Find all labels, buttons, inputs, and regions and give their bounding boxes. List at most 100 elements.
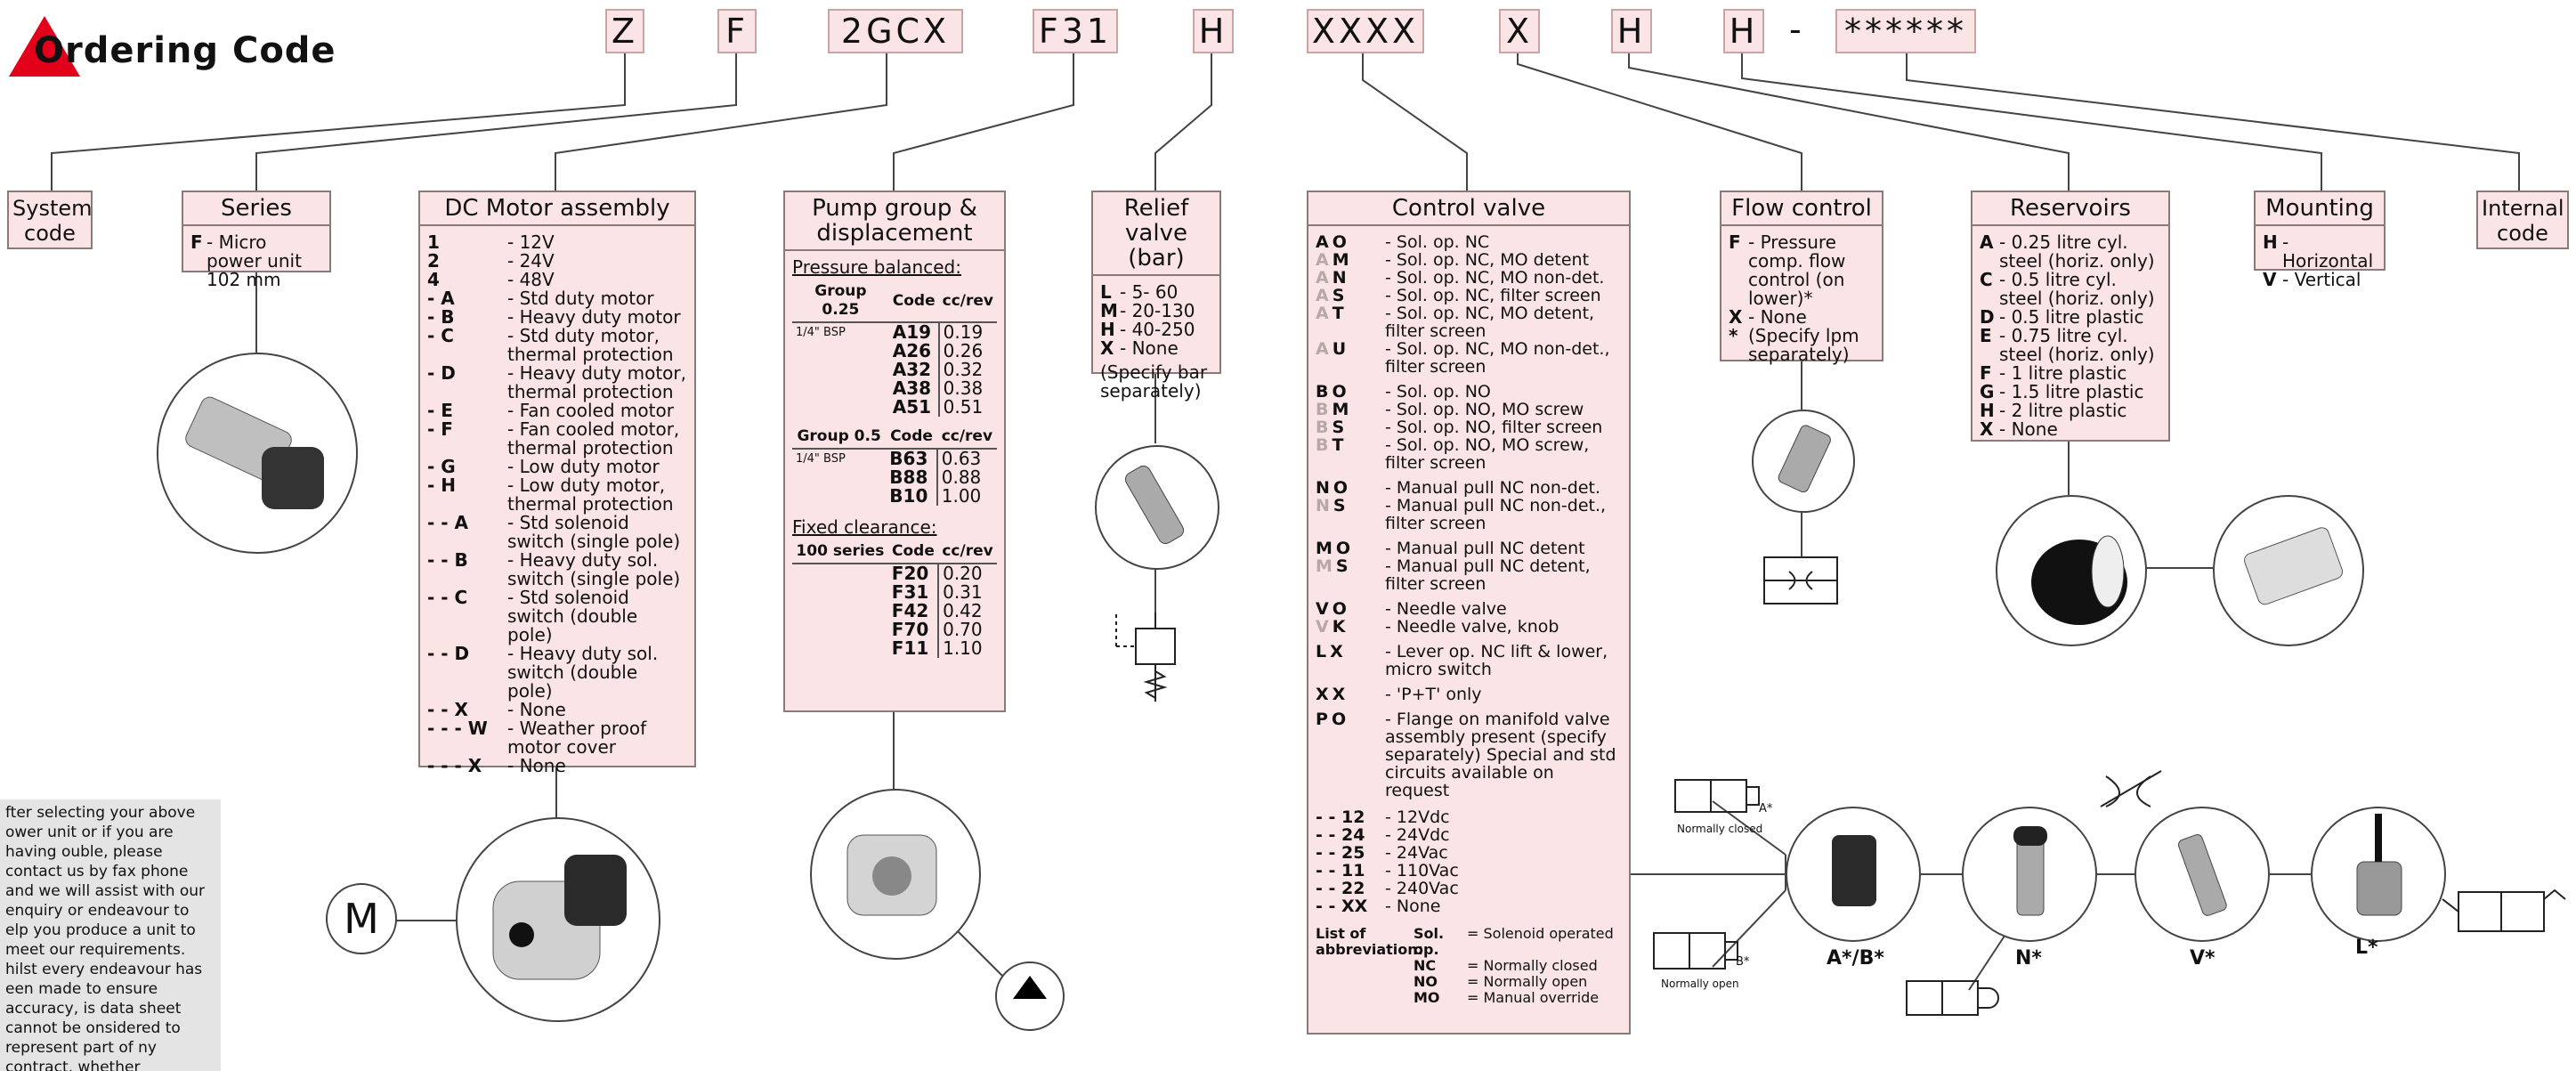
flow-option-text: - Pressure comp. flow control (on lower)…: [1748, 231, 1846, 309]
motor-option-key: - A: [427, 288, 455, 309]
voltage-option-text: - 24Vdc: [1385, 825, 1450, 845]
l-valve-label: L*: [2355, 937, 2378, 959]
pump-port-cell: [792, 361, 889, 379]
control-option-letter2: U: [1332, 339, 1347, 359]
motor-option: 1- 12V: [427, 233, 687, 252]
relief-title: Relief valve (bar): [1093, 192, 1219, 276]
voltage-option: - - 12- 12Vdc: [1316, 808, 1622, 826]
relief-option-text: - 20-130: [1120, 300, 1195, 321]
reservoir-option-text: - 0.5 litre plastic: [1999, 306, 2144, 328]
internal-code-title: Internal code: [2482, 196, 2564, 246]
control-option-letter2: O: [1333, 478, 1349, 498]
voltage-option-text: - 12Vdc: [1385, 807, 1450, 827]
mounting-option: V- Vertical: [2263, 271, 2377, 289]
mounting-option-key: H: [2263, 231, 2278, 253]
motor-option-text: - Weather proof motor cover: [507, 718, 647, 758]
motor-option: - - D- Heavy duty sol. switch (double po…: [427, 645, 687, 701]
abbreviation-text: = Normally open: [1467, 973, 1588, 990]
motor-option-key: - - X: [427, 699, 468, 720]
relief-option: H- 40-250: [1100, 320, 1212, 339]
motor-option: - F- Fan cooled motor, thermal protectio…: [427, 420, 687, 458]
motor-option-text: - Std duty motor: [507, 288, 654, 309]
control-option-letter: B: [1316, 400, 1329, 419]
relief-option: X- None: [1100, 339, 1212, 358]
abbreviation: MO= Manual override: [1414, 990, 1614, 1006]
motor-title: DC Motor assembly: [420, 192, 694, 226]
ab-valve-label: A*/B*: [1827, 947, 1884, 970]
pump-cc-cell: 0.63: [936, 449, 997, 468]
motor-option: - C- Std duty motor, thermal protection: [427, 327, 687, 364]
motor-option-text: - Heavy duty sol. switch (single pole): [507, 549, 681, 589]
series-unit-image: [157, 353, 358, 554]
system-code-box: System code: [7, 191, 93, 249]
flow-control-symbol-icon: [1763, 556, 1838, 604]
pump-cc-cell: 0.19: [937, 322, 997, 342]
control-title: Control valve: [1308, 192, 1629, 226]
pump-cc-cell: 0.38: [937, 379, 997, 398]
code-internal: ******: [1835, 9, 1976, 53]
motor-option: - - - W- Weather proof motor cover: [427, 719, 687, 757]
reservoir-option-key: F: [1980, 362, 1992, 384]
reservoir-option-text: - None: [1999, 418, 2058, 440]
pump-image: [810, 789, 981, 960]
reservoir-option: A- 0.25 litre cyl. steel (horiz. only): [1980, 233, 2161, 271]
needle-valve-image: [2135, 807, 2270, 942]
reservoir-option-key: X: [1980, 418, 1994, 440]
abbreviation-text: = Normally closed: [1467, 957, 1598, 974]
reservoir-option-text: - 0.75 litre cyl. steel (horiz. only): [1999, 325, 2155, 365]
reservoir-box: Reservoirs A- 0.25 litre cyl. steel (hor…: [1971, 191, 2170, 442]
flow-title: Flow control: [1721, 192, 1882, 226]
control-option-text: - Manual pull NC detent: [1385, 539, 1585, 558]
pump-code-cell: A51: [892, 396, 932, 418]
pump-port-cell: [792, 468, 886, 487]
flow-option-key: *: [1729, 325, 1738, 346]
control-option-letter2: T: [1332, 435, 1344, 455]
needle-valve-symbol-icon: [2100, 770, 2162, 807]
relief-option-text: - 5- 60: [1120, 281, 1179, 303]
control-option-letter: L: [1316, 642, 1327, 661]
control-option-letter: X: [1316, 685, 1329, 704]
motor-option: - E- Fan cooled motor: [427, 402, 687, 420]
reservoir-option: D- 0.5 litre plastic: [1980, 308, 2161, 327]
reservoir-option: H- 2 litre plastic: [1980, 402, 2161, 420]
series-item: F- Micro power unit 102 mm: [190, 231, 302, 290]
reservoir-option: G- 1.5 litre plastic: [1980, 383, 2161, 402]
mounting-option-text: - Horizontal: [2282, 231, 2374, 272]
pump-cc-cell: 0.70: [937, 621, 997, 639]
motor-option-text: - None: [507, 699, 566, 720]
pump-code-cell: B63: [889, 448, 928, 469]
pump-cc-cell: 0.42: [937, 602, 997, 621]
pump-cc-cell: 0.51: [937, 398, 997, 417]
b-star-label: B*: [1736, 955, 1750, 969]
pump-table-row: A51 0.51: [792, 398, 997, 417]
flow-box: Flow control F- Pressure comp. flow cont…: [1720, 191, 1883, 364]
pump-cc-cell: 0.20: [937, 564, 997, 583]
pump-code-cell: F11: [891, 637, 929, 659]
control-option-text: - Sol. op. NC, MO non-det.: [1385, 268, 1605, 288]
control-option-text: - Sol. op. NO, MO screw, filter screen: [1385, 435, 1590, 473]
control-option-letter: P: [1316, 710, 1328, 729]
control-option-letter: M: [1316, 556, 1333, 576]
mounting-option-text: - Vertical: [2282, 269, 2361, 290]
control-option-text: - Sol. op. NC, MO detent: [1385, 250, 1590, 270]
code-reservoir: H: [1611, 9, 1652, 53]
